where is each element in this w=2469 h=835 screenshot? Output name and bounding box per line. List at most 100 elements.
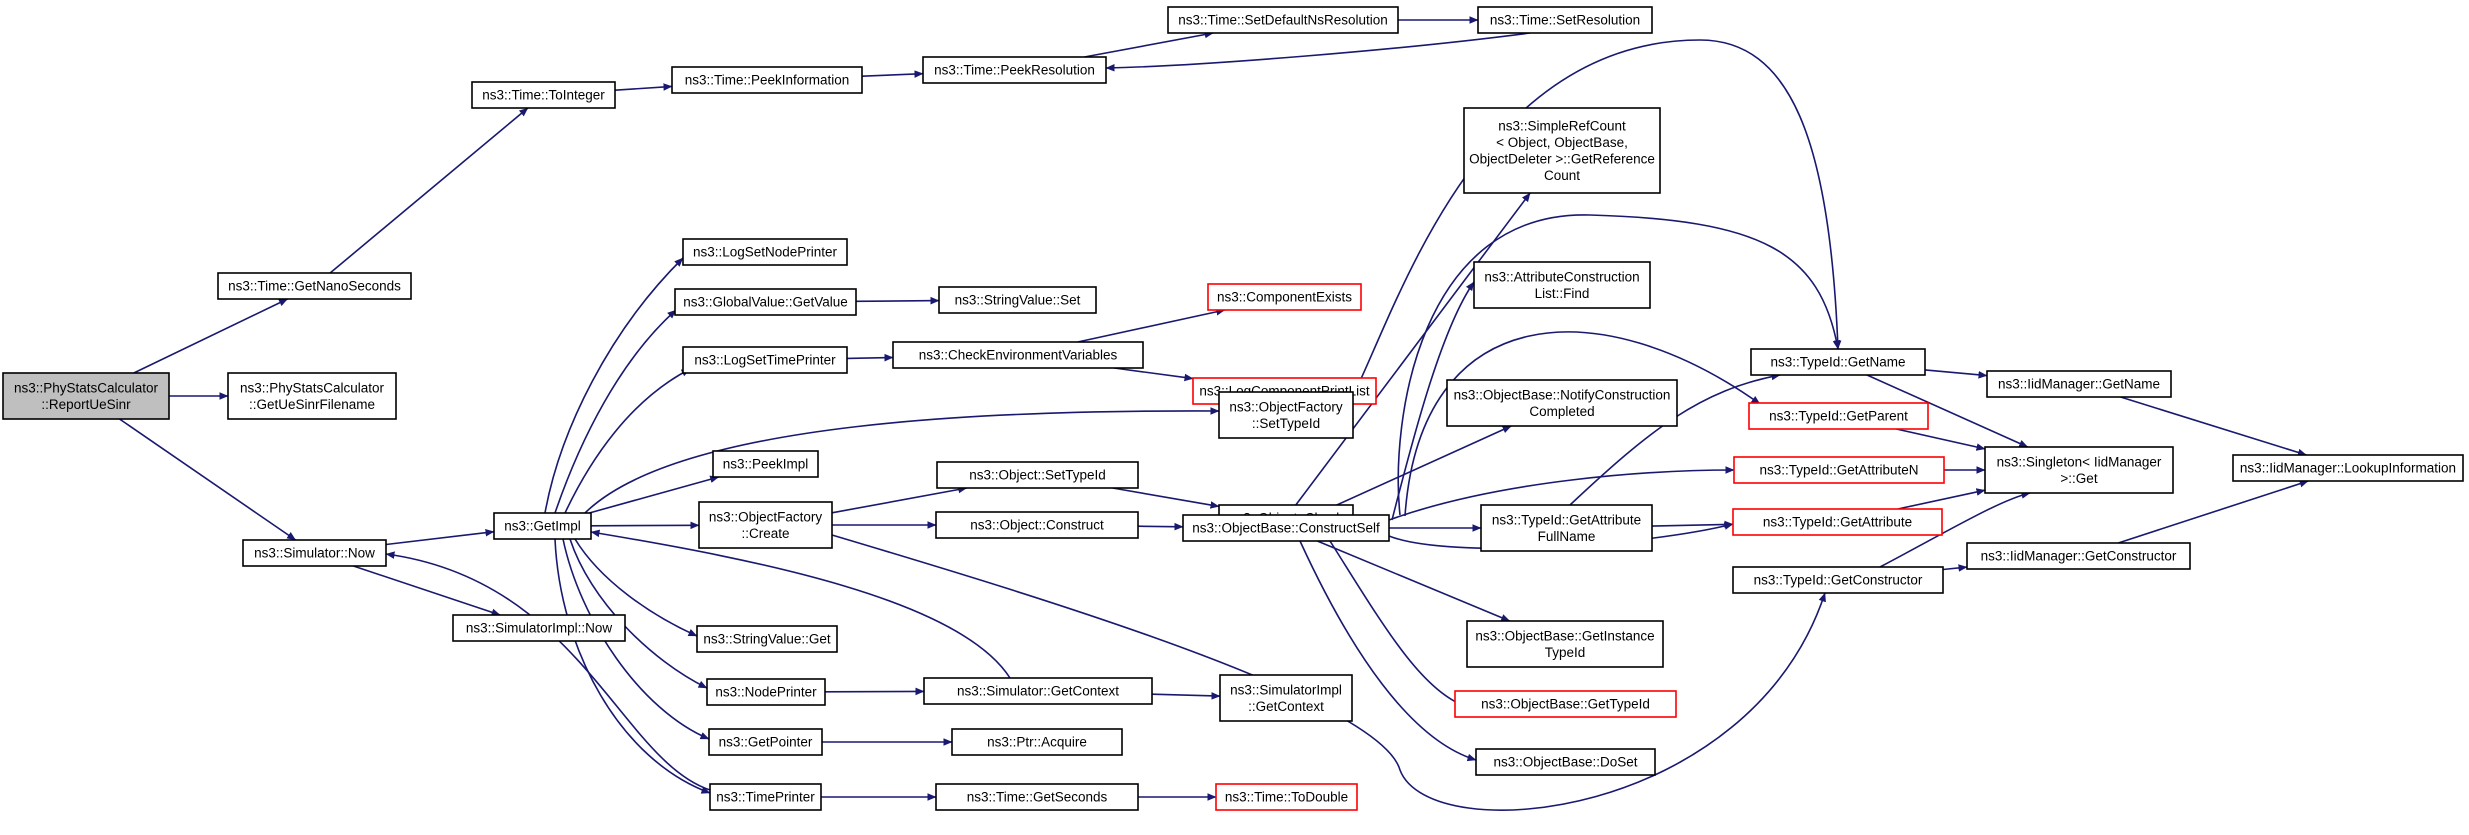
node-typeIdGetName[interactable]: ns3::TypeId::GetName xyxy=(1750,348,1926,376)
node-label: ::ReportUeSinr xyxy=(41,397,131,412)
node-peekInformation[interactable]: ns3::Time::PeekInformation xyxy=(671,66,863,94)
node-globalValueGetValue[interactable]: ns3::GlobalValue::GetValue xyxy=(674,288,857,316)
node-label: ns3::LogSetNodePrinter xyxy=(693,245,838,260)
edge-typeIdGetAttributeFullName-to-typeIdGetAttribute xyxy=(1651,520,1734,529)
node-root[interactable]: ns3::PhyStatsCalculator::ReportUeSinr xyxy=(2,372,170,420)
node-label: ::Create xyxy=(741,526,789,541)
node-setResolution[interactable]: ns3::Time::SetResolution xyxy=(1477,6,1653,34)
edge-globalValueGetValue-to-stringValueSet xyxy=(855,296,940,305)
node-nodePrinter[interactable]: ns3::NodePrinter xyxy=(706,678,826,706)
node-objectSetTypeId[interactable]: ns3::Object::SetTypeId xyxy=(936,461,1139,489)
node-label: ns3::Time::SetResolution xyxy=(1490,13,1640,28)
node-label: ns3::Simulator::GetContext xyxy=(957,684,1119,699)
node-objectBaseDoSet[interactable]: ns3::ObjectBase::DoSet xyxy=(1475,748,1656,776)
node-simulatorGetContext[interactable]: ns3::Simulator::GetContext xyxy=(923,677,1153,705)
node-simpleRefCount[interactable]: ns3::SimpleRefCount< Object, ObjectBase,… xyxy=(1463,107,1661,194)
node-logSetNodePrinter[interactable]: ns3::LogSetNodePrinter xyxy=(682,238,848,266)
edge-getImpl-to-logSetTimePrinter xyxy=(564,368,691,514)
node-simulatorNow[interactable]: ns3::Simulator::Now xyxy=(242,539,387,567)
edge-peekInformation-to-peekResolution xyxy=(861,70,924,78)
node-timeGetSeconds[interactable]: ns3::Time::GetSeconds xyxy=(935,783,1139,811)
edge-constructSelf-to-notifyConstructionCompleted xyxy=(1314,425,1512,516)
node-getPointer[interactable]: ns3::GetPointer xyxy=(708,728,823,756)
node-label: ns3::PhyStatsCalculator xyxy=(14,380,159,395)
node-typeIdGetParent[interactable]: ns3::TypeId::GetParent xyxy=(1748,402,1929,430)
node-label: ns3::ObjectBase::GetTypeId xyxy=(1481,697,1650,712)
edge-timePrinter-to-simulatorNow xyxy=(385,551,711,791)
node-label: ns3::IidManager::LookupInformation xyxy=(2240,461,2456,476)
node-simulatorImplGetContext[interactable]: ns3::SimulatorImpl::GetContext xyxy=(1219,674,1353,722)
node-label: ns3::LogSetTimePrinter xyxy=(694,353,836,368)
node-iidManagerGetName[interactable]: ns3::IidManager::GetName xyxy=(1986,370,2172,398)
node-label: ns3::Time::ToInteger xyxy=(482,88,605,103)
node-simulatorImplNow[interactable]: ns3::SimulatorImpl::Now xyxy=(452,614,626,642)
node-label: ::SetTypeId xyxy=(1252,416,1320,431)
node-label: Count xyxy=(1544,168,1580,183)
node-label: ns3::ObjectBase::ConstructSelf xyxy=(1192,521,1380,536)
edge-objectSetTypeId-to-objectCheck xyxy=(1112,487,1220,509)
edge-logSetTimePrinter-to-checkEnvVars xyxy=(846,353,894,362)
edge-constructSelf-to-objectBaseDoSet xyxy=(1299,540,1477,762)
node-label: List::Find xyxy=(1535,286,1590,301)
edge-objectFactorySetTypeId-to-typeIdGetName xyxy=(1352,39,1842,397)
node-iidManagerLookupInformation[interactable]: ns3::IidManager::LookupInformation xyxy=(2232,454,2464,482)
node-toInteger[interactable]: ns3::Time::ToInteger xyxy=(471,81,616,109)
node-label: ns3::AttributeConstruction xyxy=(1484,269,1639,284)
node-componentExists[interactable]: ns3::ComponentExists xyxy=(1207,283,1362,311)
edge-getNanoSeconds-to-toInteger xyxy=(329,107,529,274)
node-objectFactorySetTypeId[interactable]: ns3::ObjectFactory::SetTypeId xyxy=(1218,391,1354,439)
node-singletonGet[interactable]: ns3::Singleton< IidManager>::Get xyxy=(1984,446,2174,494)
node-label: ns3::TypeId::GetAttributeN xyxy=(1759,463,1918,478)
node-label: ns3::Time::ToDouble xyxy=(1225,790,1348,805)
edge-typeIdGetAttribute-to-singletonGet xyxy=(1897,488,1986,510)
node-label: ns3::Object::Construct xyxy=(970,518,1104,533)
edge-simulatorGetContext-to-getImpl xyxy=(590,529,1011,679)
node-objectFactoryCreate[interactable]: ns3::ObjectFactory::Create xyxy=(698,501,833,549)
node-timeToDouble[interactable]: ns3::Time::ToDouble xyxy=(1215,783,1358,811)
node-objectConstruct[interactable]: ns3::Object::Construct xyxy=(935,511,1139,539)
node-objectBaseGetTypeId[interactable]: ns3::ObjectBase::GetTypeId xyxy=(1454,690,1677,718)
edge-simulatorGetContext-to-simulatorImplGetContext xyxy=(1151,692,1221,700)
node-constructSelf[interactable]: ns3::ObjectBase::ConstructSelf xyxy=(1182,514,1390,542)
node-label: ns3::ObjectFactory xyxy=(709,509,823,524)
node-label: ns3::ObjectBase::DoSet xyxy=(1493,755,1637,770)
node-label: ns3::TypeId::GetAttribute xyxy=(1763,515,1912,530)
node-typeIdGetAttribute[interactable]: ns3::TypeId::GetAttribute xyxy=(1732,508,1943,536)
node-label: ns3::PeekImpl xyxy=(723,457,809,472)
node-label: ns3::ComponentExists xyxy=(1217,290,1352,305)
edge-typeIdGetName-to-singletonGet xyxy=(1866,374,2029,448)
node-stringValueGet[interactable]: ns3::StringValue::Get xyxy=(696,625,838,653)
node-getImpl[interactable]: ns3::GetImpl xyxy=(493,512,592,540)
node-getUeSinrFilename[interactable]: ns3::PhyStatsCalculator::GetUeSinrFilena… xyxy=(227,372,397,420)
node-setDefaultNsResolution[interactable]: ns3::Time::SetDefaultNsResolution xyxy=(1167,6,1399,34)
node-iidManagerGetConstructor[interactable]: ns3::IidManager::GetConstructor xyxy=(1966,542,2191,570)
node-label: >::Get xyxy=(2060,471,2097,486)
node-peekResolution[interactable]: ns3::Time::PeekResolution xyxy=(922,56,1107,84)
node-timePrinter[interactable]: ns3::TimePrinter xyxy=(709,783,822,811)
node-stringValueSet[interactable]: ns3::StringValue::Set xyxy=(938,286,1097,314)
node-ptrAcquire[interactable]: ns3::Ptr::Acquire xyxy=(951,728,1123,756)
edge-typeIdGetName-to-iidManagerGetName xyxy=(1924,369,1988,379)
edge-checkEnvVars-to-logComponentPrintList xyxy=(1114,367,1194,382)
edge-iidManagerGetName-to-iidManagerLookupInformation xyxy=(2120,396,2307,457)
node-label: ns3::CheckEnvironmentVariables xyxy=(919,348,1118,363)
node-notifyConstructionCompleted[interactable]: ns3::ObjectBase::NotifyConstructionCompl… xyxy=(1446,379,1678,427)
edge-objectFactoryCreate-to-objectSetTypeId xyxy=(831,485,968,514)
node-label: ns3::IidManager::GetConstructor xyxy=(1981,549,2177,564)
node-getNanoSeconds[interactable]: ns3::Time::GetNanoSeconds xyxy=(217,272,412,300)
node-label: ns3::ObjectBase::GetInstance xyxy=(1475,628,1654,643)
node-typeIdGetAttributeN[interactable]: ns3::TypeId::GetAttributeN xyxy=(1733,456,1945,484)
node-label: ns3::GetPointer xyxy=(719,735,813,750)
node-label: ns3::Object::SetTypeId xyxy=(969,468,1106,483)
node-label: ns3::GlobalValue::GetValue xyxy=(683,295,848,310)
node-logSetTimePrinter[interactable]: ns3::LogSetTimePrinter xyxy=(682,346,848,374)
node-label: ObjectDeleter >::GetReference xyxy=(1469,151,1655,166)
node-peekImpl[interactable]: ns3::PeekImpl xyxy=(712,450,819,478)
node-typeIdGetConstructor[interactable]: ns3::TypeId::GetConstructor xyxy=(1732,566,1944,594)
edge-checkEnvVars-to-componentExists xyxy=(1077,308,1226,343)
node-checkEnvVars[interactable]: ns3::CheckEnvironmentVariables xyxy=(892,341,1144,369)
